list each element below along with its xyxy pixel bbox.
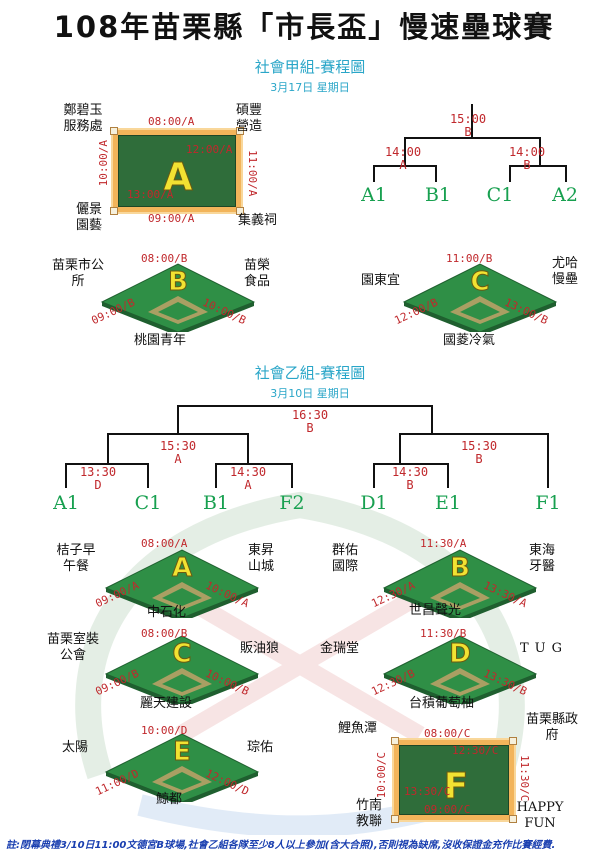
team-name: 桃園青年 <box>134 333 187 348</box>
bracket-slot: A1 <box>361 184 387 206</box>
team-name: 國菱冷氣 <box>443 333 496 348</box>
team-name: 群佑國際 <box>331 543 358 574</box>
bracket-slot: F1 <box>535 492 561 514</box>
team-name: 鯨都 <box>156 792 183 807</box>
bracket-slot: B1 <box>202 492 230 514</box>
field-f-board: F <box>391 737 517 823</box>
team-name: 中石化 <box>147 605 187 620</box>
page-title: 108年苗栗縣「市長盃」慢速壘球賽 <box>53 10 555 44</box>
field-letter: C <box>172 639 191 669</box>
team-name: 金瑞堂 <box>320 641 360 656</box>
group-a-date: 3月17日 星期日 <box>270 81 350 94</box>
baseball-field: D <box>382 635 538 704</box>
team-name: 鯉魚潭 <box>338 721 378 736</box>
footer-note: 註:閉幕典禮3/10日11:00文德宮B球場,社會乙組各隊至少8人以上參加(含大… <box>6 840 556 851</box>
baseball-field: C <box>402 263 558 332</box>
time-label: 11:30/C <box>518 755 531 802</box>
field-letter: B <box>450 553 470 583</box>
time-label: 13:00/A <box>127 188 174 201</box>
team-name: 麗天建設 <box>140 696 193 711</box>
field-letter: F <box>443 766 469 807</box>
time-label: 08:00/A <box>141 537 188 550</box>
group-b-heading: 社會乙組-賽程圖 <box>254 364 366 382</box>
team-name: 集義祠 <box>238 213 278 228</box>
team-name: 台積葡萄柚 <box>409 696 475 711</box>
team-name: TUG <box>520 641 569 656</box>
group-a-bracket <box>373 104 567 182</box>
time-label: 11:30/A <box>420 537 467 550</box>
time-label: 11:00/B <box>446 252 493 265</box>
field-letter: A <box>172 553 192 583</box>
field-letter: C <box>470 267 489 297</box>
field-letter: B <box>168 267 188 297</box>
team-name: HAPPY FUN <box>516 800 564 831</box>
team-name: 苗栗室裝公會 <box>46 632 99 663</box>
time-label: 12:30/C <box>452 744 499 757</box>
team-name: 桔子早午餐 <box>56 543 96 574</box>
team-name: 園東宜 <box>361 273 401 288</box>
team-name: 東昇山城 <box>247 543 274 574</box>
team-name: 苗榮食品 <box>243 258 270 289</box>
field-letter: D <box>449 639 471 669</box>
team-name: 竹南教聯 <box>355 798 382 829</box>
time-label: 08:00/C <box>424 727 471 740</box>
group-a-heading: 社會甲組-賽程圖 <box>254 58 366 76</box>
time-label: 12:00/A <box>186 143 233 156</box>
bracket-slot: F2 <box>279 492 305 514</box>
time-label: 09:00/C <box>424 803 471 816</box>
time-label: 08:00/B <box>141 252 188 265</box>
team-name: 尤哈慢壘 <box>551 256 578 287</box>
time-label: 08:00/B <box>141 627 188 640</box>
team-name: 苗栗市公所 <box>52 258 105 289</box>
team-name: 販油狼 <box>240 641 280 656</box>
bracket-slot: E1 <box>435 492 461 514</box>
baseball-field: A <box>104 549 260 618</box>
bracket-slot: D1 <box>360 492 388 514</box>
bracket-slot: C1 <box>486 184 514 206</box>
bracket-slot: C1 <box>134 492 162 514</box>
team-name: 儷景園藝 <box>75 202 102 233</box>
baseball-field: C <box>104 635 260 704</box>
team-name: 碩豐營造 <box>235 103 262 134</box>
baseball-field: B <box>100 263 256 332</box>
group-b-bracket <box>65 405 549 488</box>
time-label: 10:00/C <box>375 752 388 799</box>
team-name: 琮佑 <box>247 740 274 755</box>
baseball-field: E <box>104 733 260 802</box>
bracket-slot: A2 <box>552 184 578 206</box>
bracket-slot: A1 <box>53 492 79 514</box>
bracket-slot: B1 <box>424 184 452 206</box>
group-b-date: 3月10日 星期日 <box>270 387 350 400</box>
time-label: 08:00/A <box>148 115 195 128</box>
time-label: 11:30/B <box>420 627 467 640</box>
time-label: 10:00/D <box>141 724 188 737</box>
time-label: 11:00/A <box>246 150 259 197</box>
team-name: 世昌聲光 <box>409 603 462 618</box>
time-label: 10:00/A <box>97 140 110 187</box>
field-f-letter: F <box>444 766 469 806</box>
team-name: 苗栗縣政府 <box>525 712 578 743</box>
team-name: 太陽 <box>62 740 89 755</box>
field-letter: A <box>163 155 194 199</box>
team-name: 鄭碧玉服務處 <box>63 103 103 134</box>
field-a-letter: A <box>163 155 193 198</box>
baseball-field: B <box>382 549 538 618</box>
time-label: 09:00/A <box>148 212 195 225</box>
team-name: 東海牙醫 <box>528 543 555 574</box>
field-a-board: A <box>110 127 244 215</box>
time-label: 13:30/C <box>404 785 451 798</box>
field-letter: E <box>173 737 191 767</box>
